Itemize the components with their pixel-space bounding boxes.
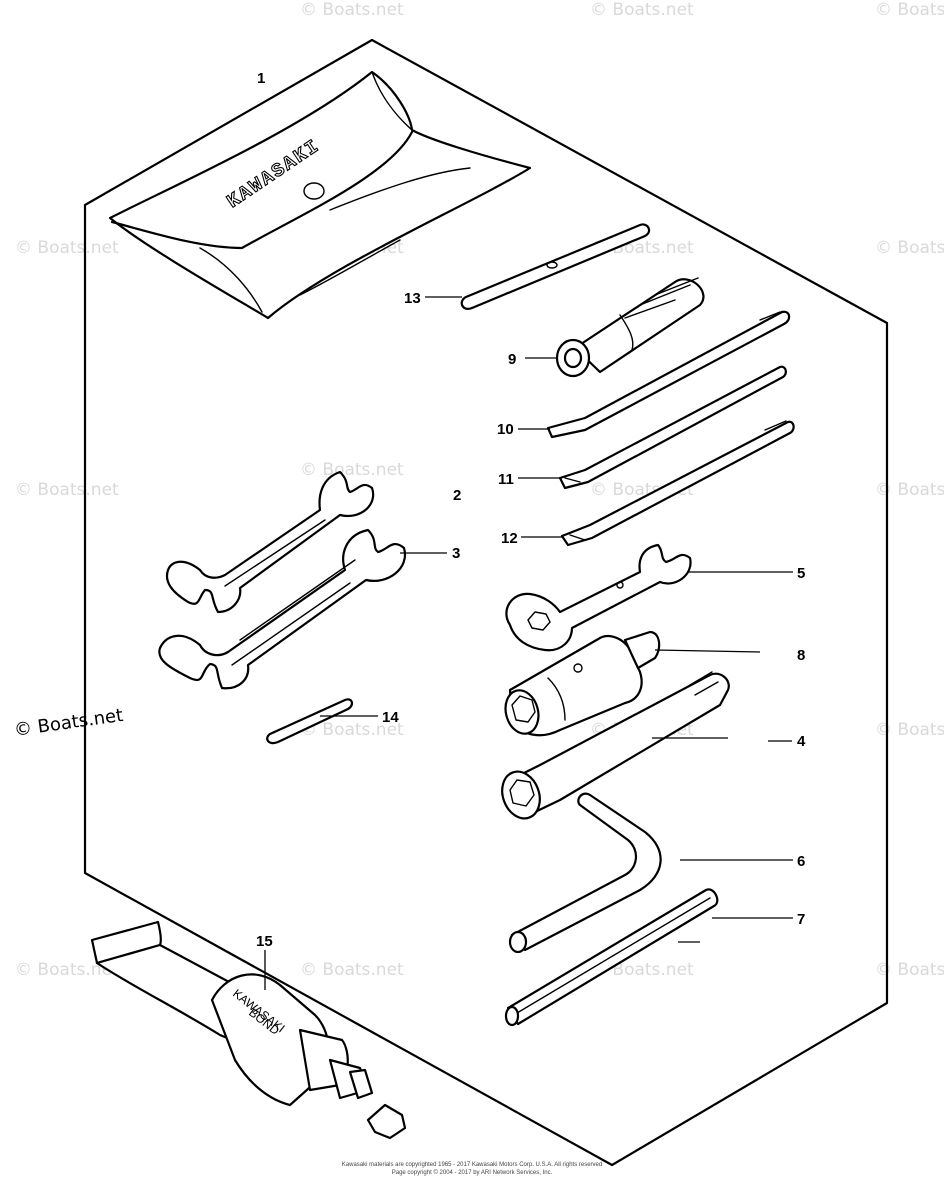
callout-7: 7 [797,911,805,928]
callout-14: 14 [382,709,399,726]
open-end-wrench-large [158,528,407,690]
screwdriver-bit-flat [546,310,791,439]
watermark: © Boats.net [875,238,944,258]
watermark: © Boats.net [590,0,694,20]
watermark: © Boats.net [875,960,944,980]
watermark: © Boats.net [300,960,404,980]
spark-plug-wrench [501,671,730,820]
watermark: © Boats.net [875,0,944,20]
callout-1: 1 [257,70,265,87]
footer-copyright-line2: Page copyright © 2004 - 2017 by ARI Netw… [392,1169,553,1176]
watermarks: © Boats.net © Boats.net © Boats.net © Bo… [15,0,944,980]
callout-11: 11 [498,471,514,488]
cotter-pin [266,698,354,745]
watermark-dark: © Boats.net [13,705,125,741]
watermark: © Boats.net [875,720,944,740]
watermark: © Boats.net [300,720,404,740]
callout-10: 10 [497,421,514,438]
screwdriver-handle [555,277,705,378]
callout-4: 4 [797,733,806,750]
callout-13: 13 [404,290,421,307]
kawasaki-bond-tube: KAWASAKI BOND [90,920,407,1140]
hex-bar [504,888,719,1027]
flat-wrench-bar [460,223,651,310]
callout-2: 2 [453,487,461,504]
callout-5: 5 [797,565,805,582]
open-end-wrench-small [165,470,375,614]
callout-12: 12 [501,530,518,547]
kit-box-outline [83,38,889,1167]
callouts: 1 2 3 4 5 6 7 8 9 10 11 12 13 14 15 [256,70,806,990]
callout-6: 6 [797,853,805,870]
screwdriver-bit-phillips-large [560,420,795,547]
callout-3: 3 [452,545,460,562]
watermark: © Boats.net [300,0,404,20]
callout-15: 15 [256,933,273,950]
screwdriver-bit-phillips-small [558,365,787,490]
combination-wrench [505,543,692,652]
callout-9: 9 [508,351,516,368]
tool-pouch: KAWASAKI [108,70,532,320]
watermark: © Boats.net [300,460,404,480]
watermark: © Boats.net [15,238,119,258]
footer-copyright-line1: Kawasaki materials are copyrighted 1965 … [342,1162,602,1168]
hex-key-l [508,792,662,954]
socket-wrench [504,630,661,737]
callout-8: 8 [797,647,805,664]
watermark: © Boats.net [15,960,119,980]
watermark: © Boats.net [15,480,119,500]
watermark: © Boats.net [875,480,944,500]
